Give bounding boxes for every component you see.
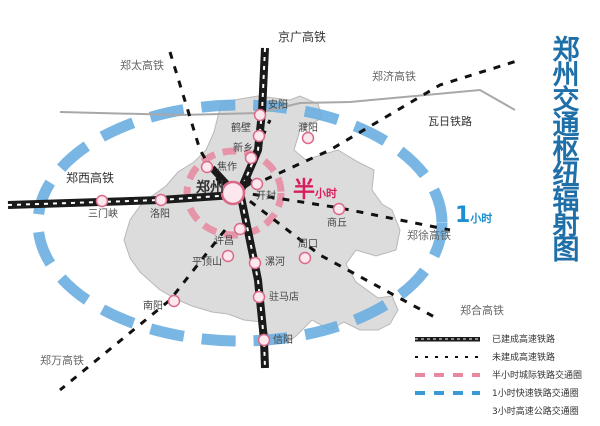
legend: 已建成高速铁路 未建成高速铁路 半小时城际铁路交通圈 1小时快速铁路交通圈 3小…	[410, 330, 600, 420]
legend-item-one-hour: 1小时快速铁路交通圈	[410, 384, 600, 402]
railway-label: 京广高铁	[278, 30, 327, 44]
city-label: 洛阳	[150, 209, 170, 220]
title-char: 射	[552, 210, 580, 241]
planned-rail-swatch	[415, 356, 480, 358]
city-label: 焦作	[217, 162, 237, 173]
one-hour-small: 小时	[470, 212, 493, 225]
city-label: 周口	[298, 239, 318, 250]
legend-label: 已建成高速铁路	[492, 335, 556, 345]
wari-railway-line	[59, 88, 516, 117]
city-label: 南阳	[143, 301, 163, 312]
henan-province-shape	[123, 95, 401, 343]
city-label: 信阳	[273, 335, 293, 346]
city-label: 安阳	[268, 100, 288, 111]
railway-label: 郑济高铁	[372, 70, 416, 83]
half-hour-label: 半小时	[293, 172, 337, 204]
one-hour-swatch	[415, 391, 480, 395]
railway-label: 郑西高铁	[66, 171, 115, 185]
railway-label: 郑徐高铁	[407, 229, 451, 242]
legend-item-built: 已建成高速铁路	[410, 330, 600, 348]
city-label: 漯河	[265, 257, 285, 268]
city-label: 平顶山	[192, 257, 222, 268]
city-label: 新乡	[233, 143, 253, 154]
legend-item-half-hour: 半小时城际铁路交通圈	[410, 366, 600, 384]
city-label: 鹤壁	[231, 123, 251, 134]
city-label: 许昌	[214, 236, 234, 247]
city-label: 三门峡	[88, 209, 118, 220]
legend-item-three-hour: 3小时高速公路交通圈	[410, 402, 600, 420]
title-char: 郑	[552, 35, 580, 66]
one-hour-big: 1	[455, 203, 471, 228]
half-hour-ring	[183, 147, 285, 239]
railway-label: 郑合高铁	[460, 304, 504, 317]
legend-item-planned: 未建成高速铁路	[410, 348, 600, 366]
railway-label: 郑太高铁	[120, 59, 164, 72]
railway-label: 郑万高铁	[40, 354, 84, 367]
city-nodes	[95, 108, 346, 347]
city-label: 商丘	[327, 218, 347, 229]
title-char: 辐	[552, 185, 580, 216]
built-rail-swatch	[415, 337, 480, 342]
city-label: 开封	[256, 191, 276, 202]
title-char: 通	[552, 110, 580, 141]
one-hour-label: 1小时	[455, 203, 492, 228]
city-label: 濮阳	[298, 123, 318, 134]
title-char: 枢	[552, 135, 580, 166]
title-char: 交	[552, 85, 580, 116]
title-char: 图	[552, 235, 580, 266]
half-hour-big: 半	[293, 178, 316, 203]
half-hour-swatch	[415, 373, 480, 377]
city-label: 驻马店	[269, 292, 299, 303]
railway-label: 瓦日铁路	[428, 115, 472, 128]
legend-label: 1小时快速铁路交通圈	[492, 389, 579, 399]
legend-label: 未建成高速铁路	[492, 353, 556, 363]
legend-label: 3小时高速公路交通圈	[492, 407, 579, 417]
legend-label: 半小时城际铁路交通圈	[492, 371, 583, 381]
title-char: 纽	[552, 160, 580, 191]
title-char: 州	[552, 60, 580, 91]
center-city-label: 郑州	[196, 180, 224, 196]
one-hour-ring	[32, 99, 448, 347]
map-title: 郑 州 交 通 枢 纽 辐 射 图	[548, 35, 584, 266]
half-hour-small: 小时	[315, 187, 338, 200]
